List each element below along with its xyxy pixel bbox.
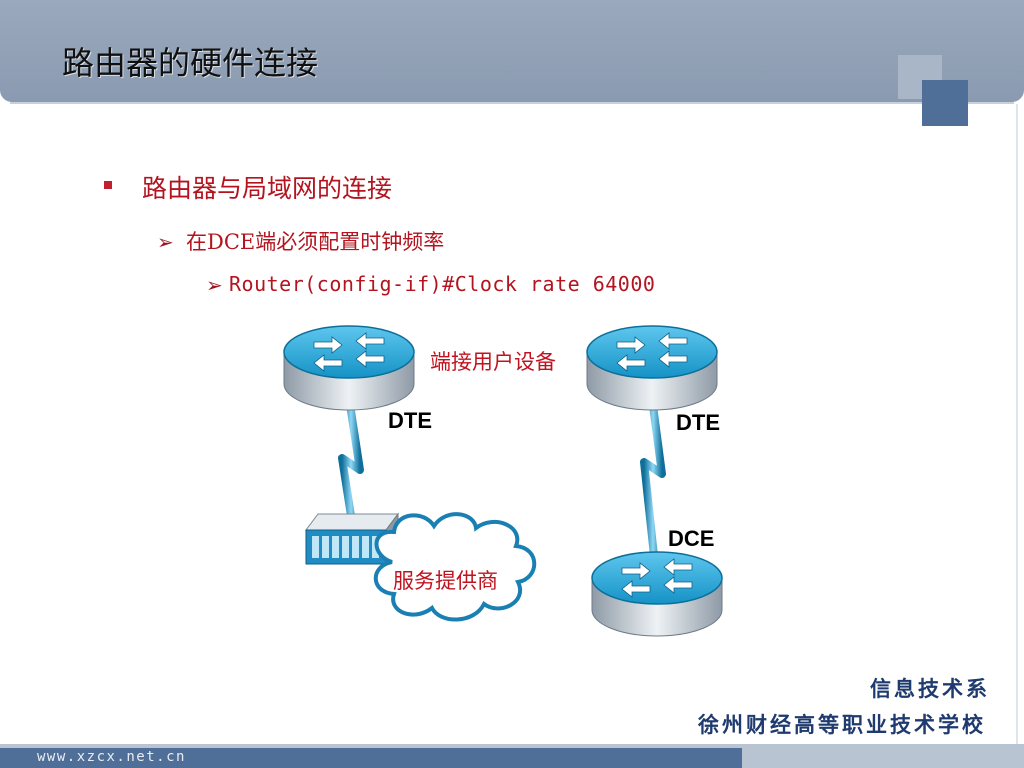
corner-decoration-dark (922, 80, 968, 126)
footer-url: www.xzcx.net.cn (37, 749, 186, 765)
square-bullet-icon (104, 181, 112, 189)
slide-title: 路由器的硬件连接 (62, 44, 319, 82)
bottom-bar-accent (0, 748, 742, 768)
serial-link-right (640, 397, 666, 566)
serial-link-left (338, 397, 364, 536)
provider-label: 服务提供商 (393, 569, 498, 593)
title-bar (0, 0, 1024, 102)
dte-right-label: DTE (676, 410, 720, 435)
title-bar-divider (10, 102, 1014, 104)
router-left-icon (283, 325, 415, 411)
footer-school: 徐州财经高等职业技术学校 (698, 712, 986, 737)
arrow-bullet-icon: ➢ (206, 273, 223, 297)
user-device-label: 端接用户设备 (430, 350, 556, 374)
bullet-level3-code: Router(config-if)#Clock rate 64000 (229, 272, 656, 296)
cloud-icon (373, 512, 537, 622)
right-divider (1016, 104, 1018, 744)
dce-label: DCE (668, 526, 715, 551)
dte-left-label: DTE (388, 408, 432, 433)
bullet-level1-text: 路由器与局域网的连接 (142, 174, 393, 203)
arrow-bullet-icon: ➢ (157, 230, 174, 254)
bullet-level2-text: 在DCE端必须配置时钟频率 (186, 230, 445, 254)
router-dce-icon (591, 551, 723, 637)
footer-department: 信息技术系 (870, 676, 990, 701)
router-right-icon (586, 325, 718, 411)
